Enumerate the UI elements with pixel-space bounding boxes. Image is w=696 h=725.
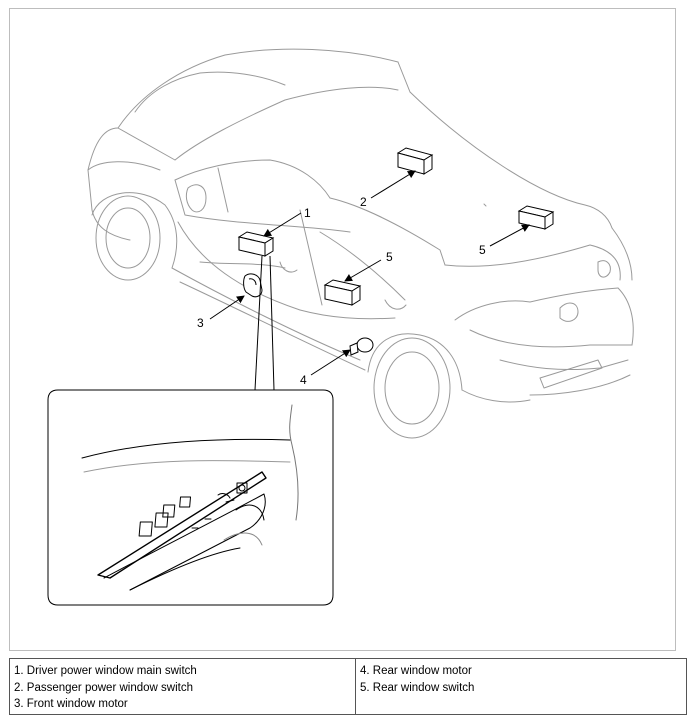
legend-table: 1. Driver power window main switch 2. Pa… bbox=[9, 658, 687, 715]
callout-leaders bbox=[209, 170, 530, 376]
rear-window-switch-left bbox=[323, 279, 362, 306]
car-outline bbox=[87, 48, 634, 439]
passenger-power-window-switch bbox=[396, 147, 434, 175]
diagram-frame bbox=[9, 8, 676, 651]
legend-item-2: 2. Passenger power window switch bbox=[14, 681, 193, 694]
front-window-motor bbox=[243, 273, 263, 298]
legend-item-3: 3. Front window motor bbox=[14, 698, 128, 710]
callout-5-left: 5 bbox=[386, 250, 393, 264]
detail-inset bbox=[47, 255, 334, 606]
callout-4: 4 bbox=[300, 373, 307, 387]
legend-item-1: 1. Driver power window main switch bbox=[14, 665, 197, 677]
callout-2: 2 bbox=[360, 195, 367, 209]
rear-window-switch-right bbox=[517, 205, 555, 230]
callout-1: 1 bbox=[304, 206, 311, 220]
legend-right-column: 4. Rear window motor 5. Rear window swit… bbox=[355, 658, 687, 715]
vehicle-diagram: 1 2 3 4 5 5 bbox=[47, 48, 634, 606]
rear-window-motor bbox=[349, 337, 374, 356]
callout-5-right: 5 bbox=[479, 243, 486, 257]
legend-item-4: 4. Rear window motor bbox=[360, 665, 472, 677]
callout-3: 3 bbox=[197, 316, 204, 330]
driver-power-window-main-switch bbox=[237, 231, 275, 257]
legend-item-5: 5. Rear window switch bbox=[360, 681, 475, 694]
legend-left-column: 1. Driver power window main switch 2. Pa… bbox=[9, 658, 356, 715]
